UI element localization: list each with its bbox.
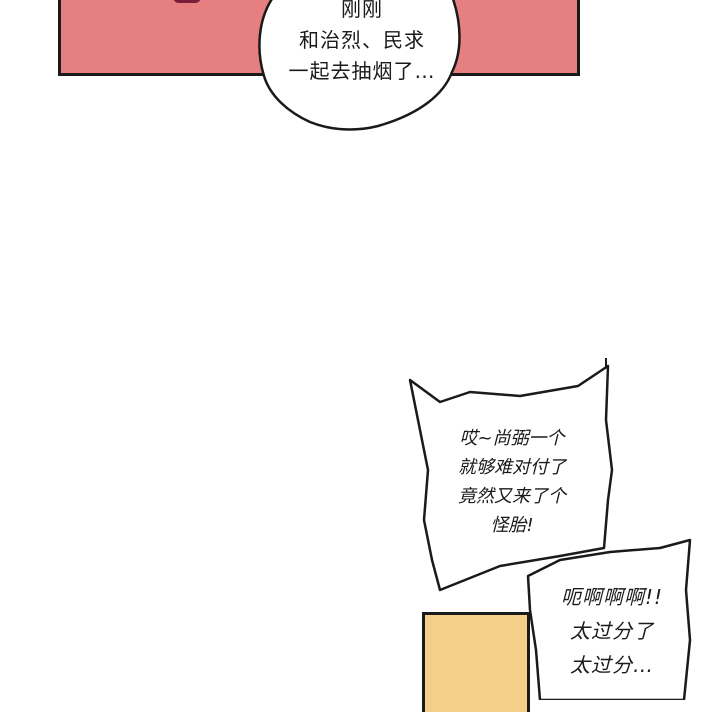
speech-bubble-1-text: 刚刚 和治烈、民求 一起去抽烟了… xyxy=(262,0,462,87)
bubble-1-line-1: 刚刚 xyxy=(341,0,383,21)
speech-bubble-2-text: 哎~尚弼一个 就够难对付了 竟然又来了个 怪胎! xyxy=(432,424,592,540)
bubble-2-line-4: 怪胎! xyxy=(490,515,534,536)
bubble-2-line-1: 哎~尚弼一个 xyxy=(459,428,565,449)
bubble-3-line-3: 太过分… xyxy=(570,653,654,677)
bubble-1-line-2: 和治烈、民求 xyxy=(299,28,425,52)
bubble-2-line-3: 竟然又来了个 xyxy=(458,486,566,507)
character-fragment xyxy=(173,0,201,3)
bubble-2-line-2: 就够难对付了 xyxy=(458,457,566,478)
bubble-1-line-3: 一起去抽烟了… xyxy=(288,59,436,83)
bubble-3-line-1: 呃啊啊啊!! xyxy=(560,585,664,609)
speech-bubble-3-text: 呃啊啊啊!! 太过分了 太过分… xyxy=(542,580,682,682)
bubble-3-line-2: 太过分了 xyxy=(570,619,654,643)
bottom-comic-panel xyxy=(422,612,530,712)
